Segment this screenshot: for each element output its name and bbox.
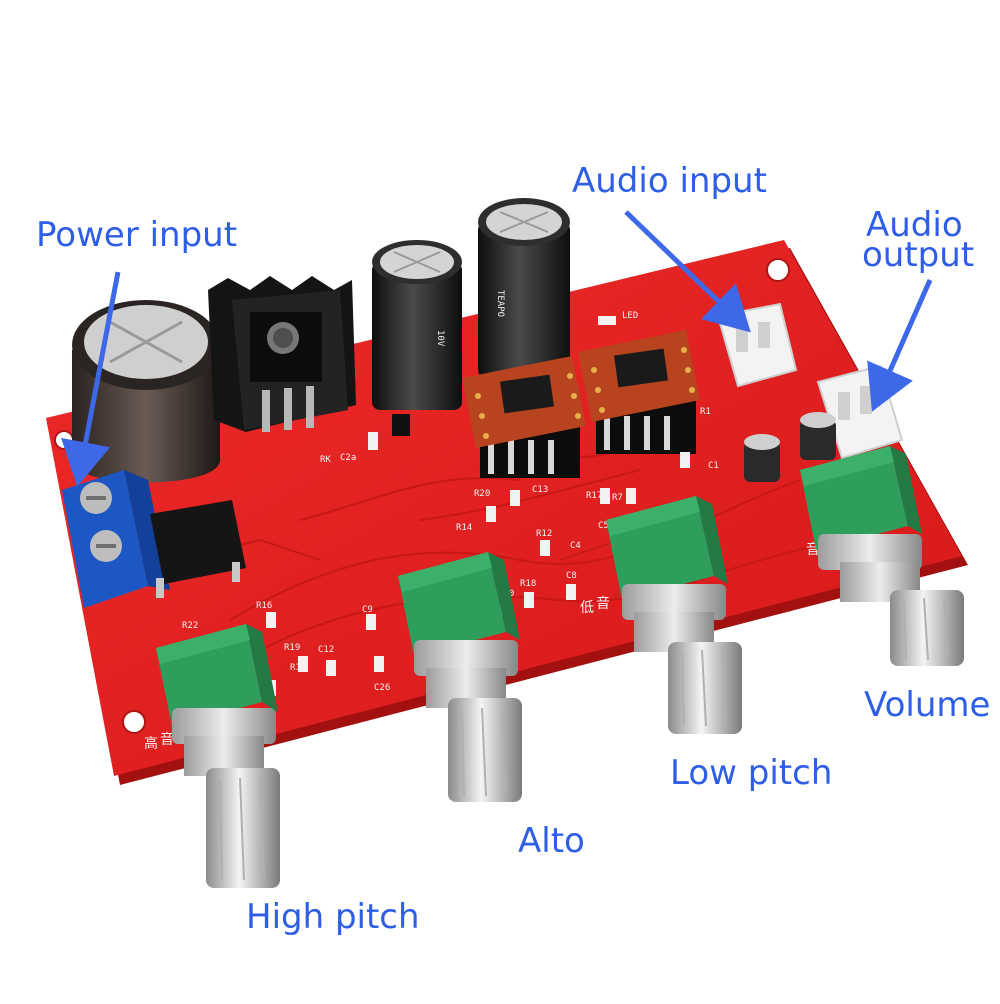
svg-text:R17: R17 <box>586 491 602 501</box>
svg-text:R12: R12 <box>536 529 552 539</box>
potentiometer-low-pitch[interactable] <box>606 496 742 734</box>
capacitor-marking: 10V <box>435 330 445 347</box>
mount-hole <box>54 430 74 450</box>
label-low-pitch: Low pitch <box>670 753 833 793</box>
svg-text:R18: R18 <box>520 579 536 589</box>
svg-text:C1: C1 <box>708 461 719 471</box>
label-audio-output-line2: output <box>862 235 975 275</box>
svg-text:低: 低 <box>580 600 594 616</box>
electrolytic-capacitor: TEAPO <box>478 198 570 378</box>
capacitor-marking: TEAPO <box>495 290 505 317</box>
mount-hole <box>122 710 146 734</box>
potentiometer-volume[interactable] <box>800 446 964 666</box>
smd-transistor <box>392 414 410 436</box>
svg-text:R19: R19 <box>284 643 300 653</box>
label-audio-output-line1: Audio <box>866 205 963 245</box>
arrow-audio-output <box>867 278 933 412</box>
svg-text:LED: LED <box>622 311 638 321</box>
mount-hole <box>766 258 790 282</box>
svg-text:C4: C4 <box>570 541 581 551</box>
power-terminal-block <box>62 470 170 608</box>
label-power-input: Power input <box>36 215 238 255</box>
potentiometer-alto[interactable] <box>398 552 522 802</box>
arrow-power-input <box>61 271 121 487</box>
arrow-audio-input <box>624 210 751 333</box>
svg-text:C2a: C2a <box>340 453 356 463</box>
heatsink-regulator <box>208 276 356 432</box>
svg-text:R14: R14 <box>456 523 472 533</box>
bridge-rectifier <box>150 500 246 598</box>
svg-text:C26: C26 <box>374 683 390 693</box>
annotation-arrows <box>61 210 933 487</box>
potentiometer-high-pitch[interactable] <box>156 624 280 888</box>
svg-text:RK: RK <box>320 455 331 465</box>
opamp-module-1 <box>462 356 586 478</box>
svg-text:高: 高 <box>144 735 158 752</box>
svg-text:音: 音 <box>596 595 610 612</box>
opamp-module-2 <box>578 330 700 454</box>
smd-capacitor <box>800 412 836 460</box>
svg-text:R16: R16 <box>256 601 272 611</box>
svg-text:C13: C13 <box>532 485 548 495</box>
label-volume: Volume <box>864 685 991 725</box>
large-capacitor <box>72 300 220 483</box>
svg-text:R1: R1 <box>700 407 711 417</box>
svg-text:C9: C9 <box>362 605 373 615</box>
svg-text:C12: C12 <box>318 645 334 655</box>
label-audio-input: Audio input <box>572 161 767 201</box>
svg-text:R20: R20 <box>474 489 490 499</box>
led <box>598 316 616 325</box>
label-alto: Alto <box>518 821 585 861</box>
label-high-pitch: High pitch <box>246 897 420 937</box>
electrolytic-capacitor: 10V <box>372 240 462 410</box>
svg-text:R22: R22 <box>182 621 198 631</box>
svg-text:C8: C8 <box>566 571 577 581</box>
svg-text:R7: R7 <box>612 493 623 503</box>
smd-capacitor <box>744 434 780 482</box>
svg-text:音: 音 <box>160 731 174 748</box>
svg-text:C5: C5 <box>598 521 609 531</box>
silkscreen-labels: R22 R16 R19 R15 C12 C26 C9 C10 R18 C8 R2… <box>144 311 836 752</box>
